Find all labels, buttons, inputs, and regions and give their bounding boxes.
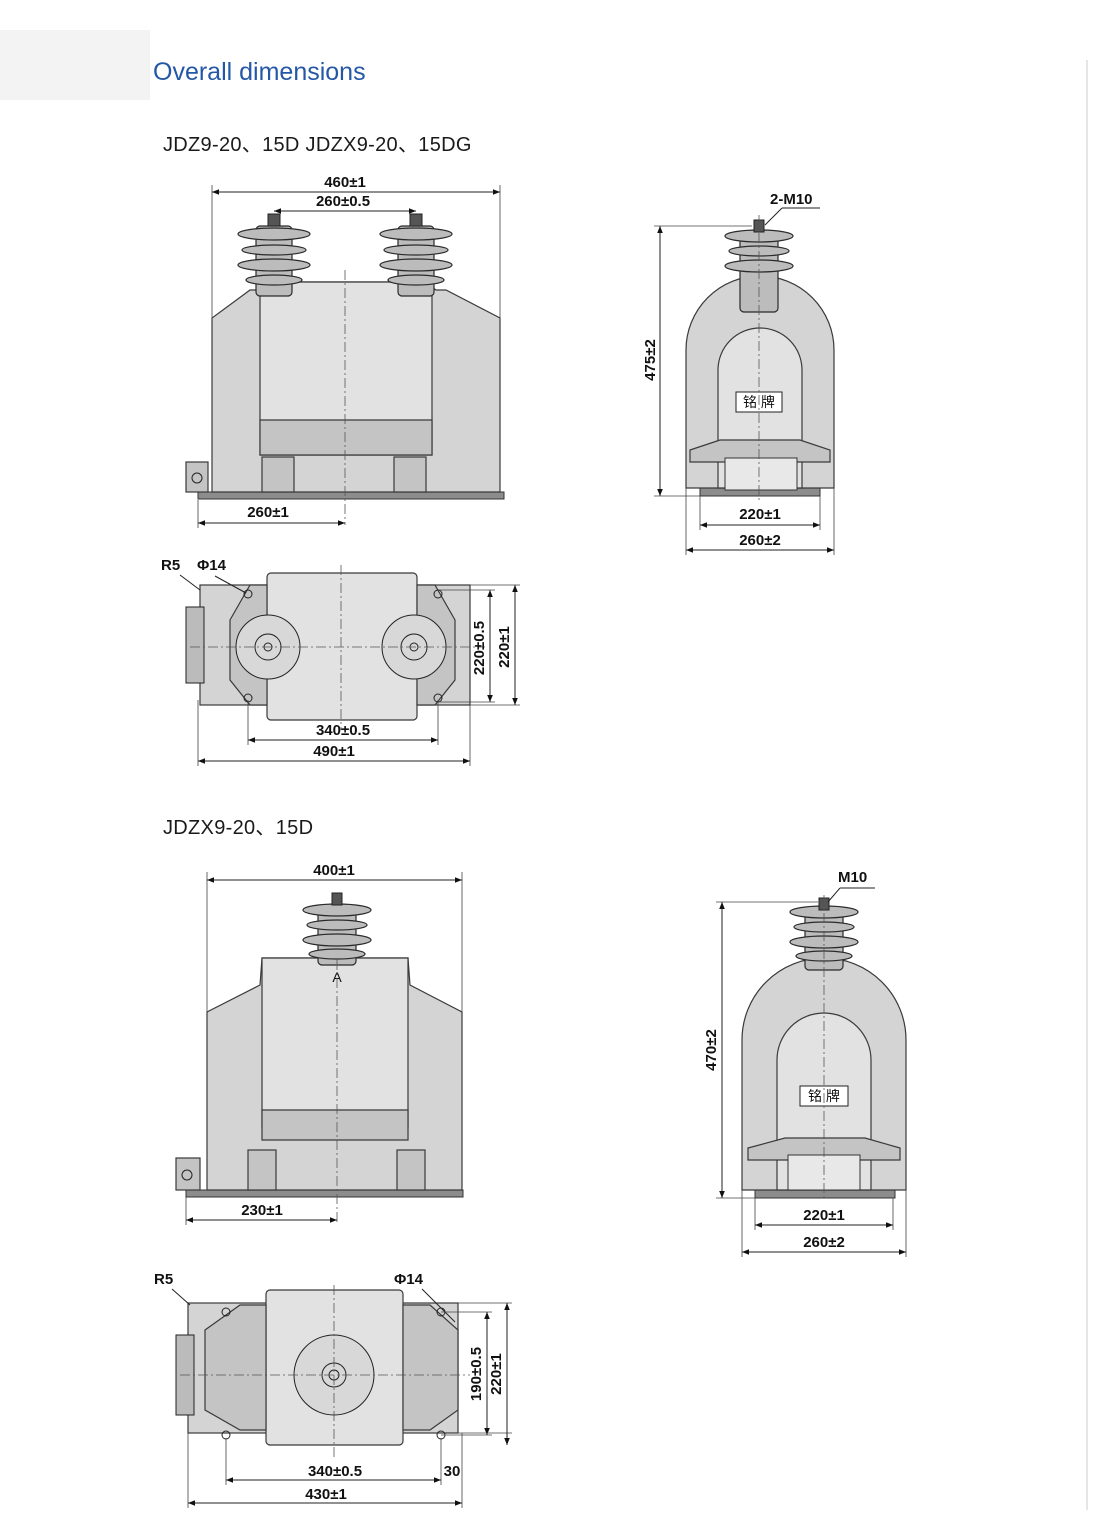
bushing-right — [379, 213, 453, 297]
side-view-2: 铭 牌 M10 470±2 220±1 260±2 — [703, 869, 907, 1257]
dim-overall-width-1: 460±1 — [324, 174, 366, 191]
dim-length-x-1: 490±1 — [313, 743, 355, 760]
base-plate-2 — [185, 1189, 464, 1198]
dim-width-y-1: 220±1 — [496, 626, 513, 668]
front-foot-left — [261, 456, 295, 493]
dim-bushing-spacing: 260±0.5 — [316, 193, 370, 210]
dim-hole-pitch-x-1: 340±0.5 — [316, 722, 370, 739]
ground-terminal-2 — [175, 1157, 201, 1191]
dim-terminal-2: M10 — [838, 869, 867, 886]
plan-view-2: R5 Φ14 190±0.5 220±1 340±0.5 30 430±1 — [154, 1271, 512, 1508]
dim-edge-offset-2: 30 — [444, 1463, 461, 1480]
bushing-left — [237, 213, 311, 297]
callout-fillet-2: R5 — [154, 1271, 173, 1288]
callout-hole-1: Φ14 — [197, 557, 227, 574]
dim-base-offset-1: 260±1 — [247, 504, 289, 521]
page-title: Overall dimensions — [153, 58, 366, 86]
dim-terminal-1: 2-M10 — [770, 191, 813, 208]
front-body-band — [259, 419, 433, 456]
dim-outer-width-2: 260±2 — [803, 1234, 845, 1251]
dim-hole-pitch-y-1: 220±0.5 — [471, 621, 488, 675]
side-base-plate-2 — [754, 1189, 896, 1199]
front-foot-right — [393, 456, 427, 493]
dim-height-1: 475±2 — [642, 339, 659, 381]
terminal-mark-a: A — [332, 969, 342, 985]
ground-bolt — [191, 472, 203, 484]
corner-shade — [0, 30, 150, 100]
dim-hole-pitch-y-2: 190±0.5 — [468, 1347, 485, 1401]
base-plate — [197, 491, 505, 500]
dim-overall-width-2: 400±1 — [313, 862, 355, 879]
side-hatched-block — [724, 457, 798, 491]
dim-length-x-2: 430±1 — [305, 1486, 347, 1503]
dim-height-2: 470±2 — [703, 1029, 720, 1071]
dim-outer-width-1: 260±2 — [739, 532, 781, 549]
front-view-2: A 400±1 230±1 — [175, 862, 464, 1225]
side-view-1: 铭 牌 2-M10 475±2 220±1 260±2 — [642, 191, 835, 555]
front-view-1: 460±1 260±0.5 260±1 — [185, 174, 505, 528]
dim-width-y-2: 220±1 — [488, 1353, 505, 1395]
dim-base-offset-2: 230±1 — [241, 1202, 283, 1219]
plan-view-1: R5 Φ14 220±0.5 220±1 340±0.5 490±1 — [161, 557, 520, 766]
plan-terminal-box-1 — [185, 606, 205, 684]
ground-terminal — [185, 461, 209, 493]
model-heading-1: JDZ9-20、15D JDZX9-20、15DG — [163, 134, 472, 156]
dim-inner-width-1: 220±1 — [739, 506, 781, 523]
dim-hole-pitch-x-2: 340±0.5 — [308, 1463, 362, 1480]
bushing-2 — [302, 892, 372, 966]
page-edge-rule — [1086, 60, 1088, 1510]
dim-inner-width-2: 220±1 — [803, 1207, 845, 1224]
callout-fillet-1: R5 — [161, 557, 180, 574]
callout-hole-2: Φ14 — [394, 1271, 424, 1288]
side-skirt — [689, 439, 831, 463]
model-heading-2: JDZX9-20、15D — [163, 817, 314, 839]
